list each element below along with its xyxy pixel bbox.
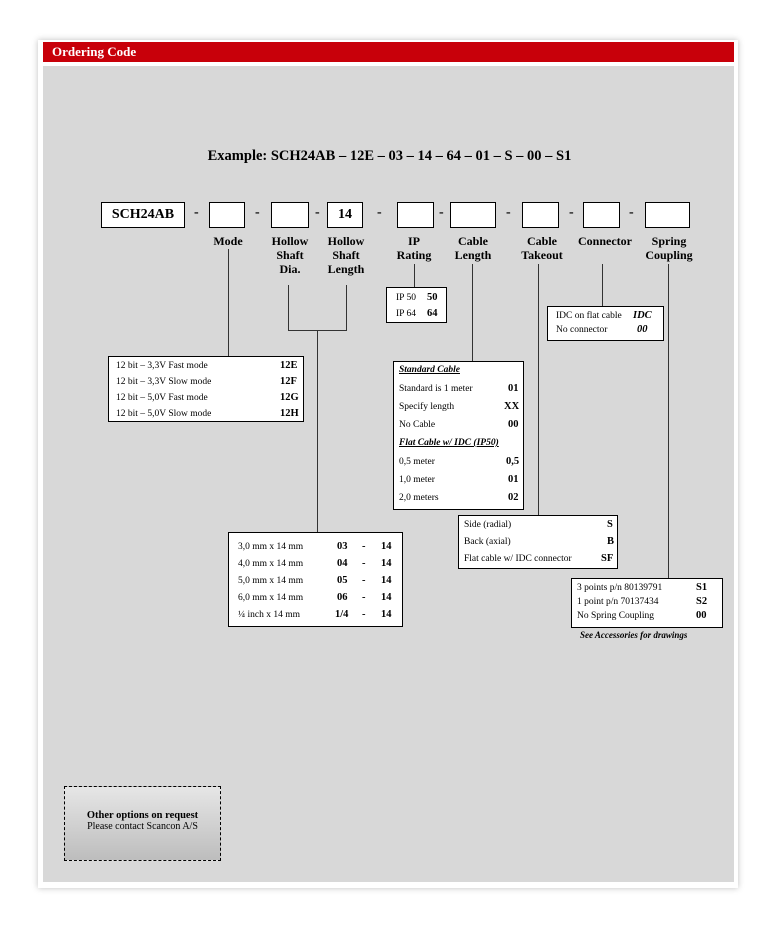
dash-separator: -: [506, 205, 511, 220]
base-code-box: SCH24AB: [101, 202, 185, 228]
section-header: Ordering Code: [43, 42, 734, 62]
other-options-box: Other options on request Please contact …: [64, 786, 221, 861]
col-mode: Mode: [213, 234, 243, 248]
dash-separator: -: [629, 205, 634, 220]
dash-separator: -: [439, 205, 444, 220]
col-connector: Connector: [578, 234, 632, 248]
mode-box: [209, 202, 245, 228]
other-options-subtitle: Please contact Scancon A/S: [87, 821, 198, 832]
table-row: Back (axial)B: [464, 536, 615, 547]
connector-line: [602, 264, 603, 307]
connector-line: [228, 249, 229, 357]
connector-line: [317, 330, 318, 533]
shaft-length-box: 14: [327, 202, 363, 228]
table-row: Side (radial)S: [464, 519, 613, 530]
other-options-title: Other options on request: [86, 810, 199, 821]
dash-separator: -: [255, 205, 260, 220]
example-code: Example: SCH24AB – 12E – 03 – 14 – 64 – …: [207, 148, 572, 164]
connector-line: [288, 285, 289, 331]
flat-cable-heading: Flat Cable w/ IDC (IP50): [399, 438, 499, 448]
connector-line: [414, 264, 415, 288]
connector-box: [583, 202, 620, 228]
dash-separator: -: [194, 205, 199, 220]
dash-separator: -: [569, 205, 574, 220]
spring-box: [645, 202, 690, 228]
dash-separator: -: [315, 205, 320, 220]
content-panel: [43, 66, 734, 882]
dash-separator: -: [377, 205, 382, 220]
ip-rating-box: [397, 202, 434, 228]
spring-note: See Accessories for drawings: [580, 630, 688, 640]
connector-line: [668, 264, 669, 580]
connector-line: [472, 264, 473, 362]
cable-takeout-box: [522, 202, 559, 228]
cable-takeout-table: Side (radial)S Back (axial)B Flat cable …: [458, 515, 618, 569]
cable-length-box: [450, 202, 496, 228]
connector-line: [346, 285, 347, 331]
standard-cable-heading: Standard Cable: [399, 365, 460, 375]
connector-line: [538, 264, 539, 515]
shaft-dia-box: [271, 202, 309, 228]
